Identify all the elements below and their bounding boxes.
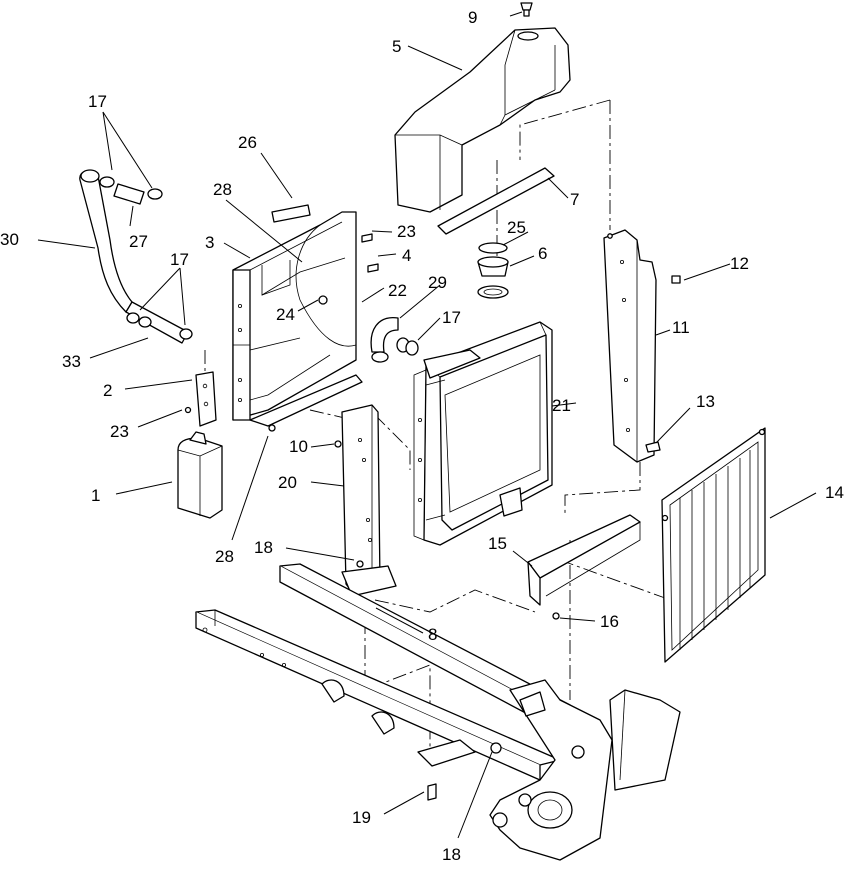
callout-16: 16 <box>600 612 619 631</box>
part-29-radiator-hose <box>370 317 399 363</box>
callout-5: 5 <box>392 37 401 56</box>
callout-17c: 17 <box>442 308 461 327</box>
frame-rail-right <box>279 563 571 727</box>
callout-1: 1 <box>91 486 100 505</box>
callout-28a: 28 <box>213 180 232 199</box>
callout-21: 21 <box>552 396 571 415</box>
callout-labels: 9 5 17 26 7 28 30 3 23 4 25 6 27 17 12 2… <box>0 8 844 864</box>
part-25-ring <box>478 242 508 254</box>
callout-26: 26 <box>238 133 257 152</box>
part-15-lower-baffle <box>527 514 641 606</box>
part-1-overflow-bottle <box>177 431 223 519</box>
part-17-clamps-lower <box>126 312 193 340</box>
part-10-bolt <box>334 440 342 448</box>
callout-8: 8 <box>428 625 437 644</box>
part-21-radiator <box>413 321 553 546</box>
leader-lines <box>37 11 817 839</box>
callout-23b: 23 <box>110 422 129 441</box>
callout-7: 7 <box>570 190 579 209</box>
part-3-fan-shroud <box>232 211 363 432</box>
part-13-fitting <box>645 441 661 453</box>
part-2-bracket <box>184 371 217 427</box>
part-30-upper-hose <box>79 169 133 313</box>
callout-19: 19 <box>352 808 371 827</box>
callout-15: 15 <box>488 534 507 553</box>
callout-9: 9 <box>468 8 477 27</box>
axle-bracket <box>489 679 681 861</box>
callout-29: 29 <box>428 273 447 292</box>
callout-28b: 28 <box>215 547 234 566</box>
callout-11: 11 <box>672 318 690 337</box>
part-6-filler-neck <box>477 256 509 299</box>
part-14-screen <box>661 427 766 663</box>
callout-17b: 17 <box>170 250 189 269</box>
callout-12: 12 <box>730 254 749 273</box>
part-5-upper-shroud <box>394 27 571 213</box>
callout-23a: 23 <box>397 222 416 241</box>
part-17-clamps-upper <box>99 176 163 200</box>
callout-30: 30 <box>0 230 19 249</box>
part-26-baffle <box>271 204 311 223</box>
callout-2: 2 <box>103 381 112 400</box>
part-17-clamps-right <box>396 337 419 356</box>
part-18-nut-lower <box>490 742 502 754</box>
callout-17a: 17 <box>88 92 107 111</box>
bracket-plate <box>417 739 476 767</box>
callout-3: 3 <box>205 233 214 252</box>
callout-14: 14 <box>825 483 844 502</box>
callout-4: 4 <box>402 246 411 265</box>
part-16-screw <box>552 612 560 620</box>
part-12-clip <box>671 275 681 284</box>
callout-13: 13 <box>696 392 715 411</box>
part-7-seal-strip <box>437 167 555 235</box>
part-20-upright-bracket <box>341 404 397 597</box>
part-19-bolt <box>427 783 437 801</box>
callout-25: 25 <box>507 218 526 237</box>
callout-24: 24 <box>276 305 295 324</box>
screw-fasteners <box>361 233 379 273</box>
callout-18b: 18 <box>442 845 461 864</box>
callout-10: 10 <box>289 437 308 456</box>
callout-27: 27 <box>129 232 148 251</box>
callout-20: 20 <box>278 473 297 492</box>
part-27-short-hose <box>113 183 145 205</box>
callout-18a: 18 <box>254 538 273 557</box>
callout-6: 6 <box>538 244 547 263</box>
callout-22: 22 <box>388 281 407 300</box>
callout-33: 33 <box>62 352 81 371</box>
part-9-cap <box>520 2 533 17</box>
part-11-side-panel <box>603 229 657 463</box>
